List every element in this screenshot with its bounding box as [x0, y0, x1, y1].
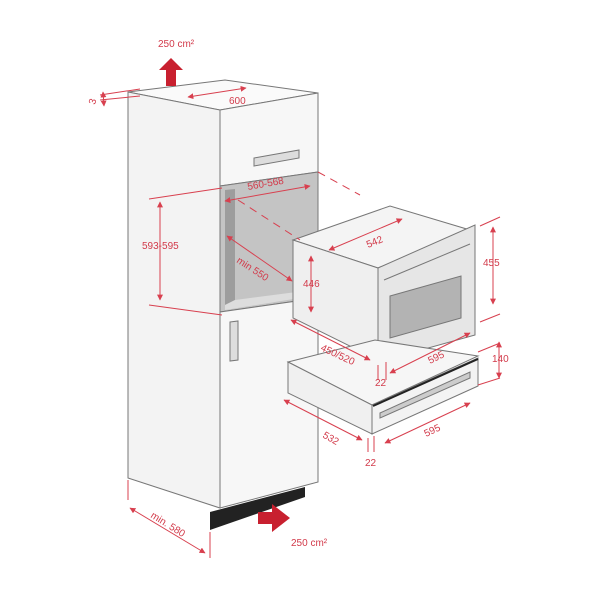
- vent-bottom-label: 250 cm²: [291, 538, 328, 549]
- built-in-oven: [291, 205, 476, 363]
- cabinet-depth-label: min. 580: [148, 510, 187, 540]
- vent-arrow-bottom-icon: [258, 504, 290, 532]
- niche-inner-wall: [225, 189, 235, 305]
- lower-door-handle: [229, 320, 239, 362]
- cabinet-width-label: 600: [229, 96, 246, 107]
- drawer-height-label: 140: [492, 354, 509, 365]
- drawer-front-thickness-label: 22: [365, 458, 377, 469]
- niche-floor: [225, 290, 312, 310]
- upper-panel-handle: [253, 149, 300, 167]
- clearance-top-label: 3: [87, 97, 99, 106]
- tall-cabinet: [127, 79, 319, 530]
- dimension-lines: [99, 85, 502, 558]
- oven-body-height-label: 446: [303, 279, 320, 290]
- cabinet-side: [127, 91, 221, 509]
- cabinet-plinth: [210, 487, 305, 530]
- niche-height-label: 593-595: [142, 241, 179, 252]
- vent-arrow-top-icon: [159, 58, 183, 86]
- drawer-front-width-label: 595: [423, 423, 443, 440]
- drawer-depth-label: 532: [321, 430, 341, 448]
- oven-window: [389, 275, 462, 339]
- oven-front-height-label: 455: [483, 258, 500, 269]
- vent-top-label: 250 cm²: [158, 39, 195, 50]
- oven-front-thickness-label: 22: [375, 378, 387, 389]
